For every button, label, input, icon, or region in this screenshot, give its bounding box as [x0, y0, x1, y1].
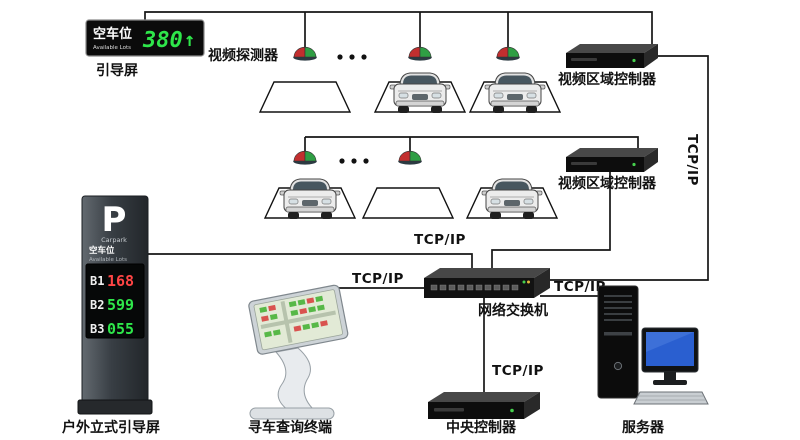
- wires: [144, 11, 709, 394]
- pillar-en: Available Lots: [89, 257, 127, 263]
- pillar-zone-2: B2: [90, 298, 104, 312]
- guidance-screen-panel: 空车位 Available Lots 380 ↑: [85, 19, 205, 57]
- server-label: 服务器: [622, 419, 665, 436]
- pillar-count-3: 055: [107, 320, 134, 338]
- server-keyboard: [633, 391, 709, 405]
- pillar-carpark: Carpark: [101, 236, 127, 244]
- wire-pillar-to-switch: [148, 253, 473, 269]
- guidance-screen-zh: 空车位: [93, 26, 132, 42]
- server: [597, 285, 709, 405]
- car: [279, 178, 341, 220]
- kiosk-screen: [248, 284, 349, 355]
- car: [484, 72, 546, 114]
- wire-row2-bus: [305, 136, 639, 150]
- video-area-controller-2: [566, 148, 658, 172]
- pillar-zone-1: B1: [90, 274, 104, 288]
- car: [389, 72, 451, 114]
- wire-controller2-to-switch: [491, 172, 611, 269]
- guidance-screen-arrow: ↑: [184, 29, 195, 51]
- pillar-count-2: 599: [107, 296, 134, 314]
- video-area-controller-1: [566, 44, 658, 68]
- video-detector-icon: [407, 46, 433, 61]
- tcpip-label-central: TCP/IP: [492, 363, 544, 379]
- parking-spot: [259, 81, 351, 113]
- detector-label: 视频探测器: [208, 47, 279, 64]
- query-kiosk: [248, 284, 349, 420]
- video-area-controller-1-label: 视频区域控制器: [558, 71, 657, 88]
- wire-top-bus: [144, 11, 653, 46]
- pillar-label: 户外立式引导屏: [62, 419, 160, 436]
- tcpip-label-right-vertical: TCP/IP: [684, 134, 700, 186]
- kiosk-base: [249, 407, 335, 420]
- video-detector-icon: [495, 46, 521, 61]
- parking-spot: [362, 187, 454, 219]
- wire-controller1-to-switch: [550, 55, 709, 281]
- guidance-screen-label: 引导屏: [96, 63, 138, 79]
- kiosk-label: 寻车查询终端: [248, 419, 332, 436]
- pillar-zh: 空车位: [89, 245, 115, 256]
- pillar-p: P: [102, 200, 127, 240]
- central-controller: [428, 392, 540, 419]
- video-detector-icon: [292, 46, 318, 61]
- car: [481, 178, 543, 220]
- video-area-controller-2-label: 视频区域控制器: [558, 175, 657, 192]
- pillar-display: P Carpark 空车位 Available Lots B1 168 B2 5…: [77, 195, 153, 415]
- pillar-zone-3: B3: [90, 322, 104, 336]
- kiosk-stand: [275, 347, 316, 411]
- central-controller-label: 中央控制器: [446, 419, 517, 436]
- pillar-count-1: 168: [107, 272, 134, 290]
- guidance-screen-count: 380: [142, 28, 183, 53]
- video-detector-icon: [397, 150, 423, 165]
- tcpip-label-server: TCP/IP: [554, 279, 606, 295]
- tcpip-label-kiosk: TCP/IP: [352, 271, 404, 287]
- ellipsis-dots: [337, 54, 367, 60]
- video-detector-icon: [292, 150, 318, 165]
- ellipsis-dots: [339, 158, 369, 164]
- tcpip-label-top: TCP/IP: [414, 232, 466, 248]
- guidance-screen-en: Available Lots: [93, 45, 131, 51]
- network-switch: [424, 268, 550, 298]
- network-switch-label: 网络交换机: [478, 302, 548, 319]
